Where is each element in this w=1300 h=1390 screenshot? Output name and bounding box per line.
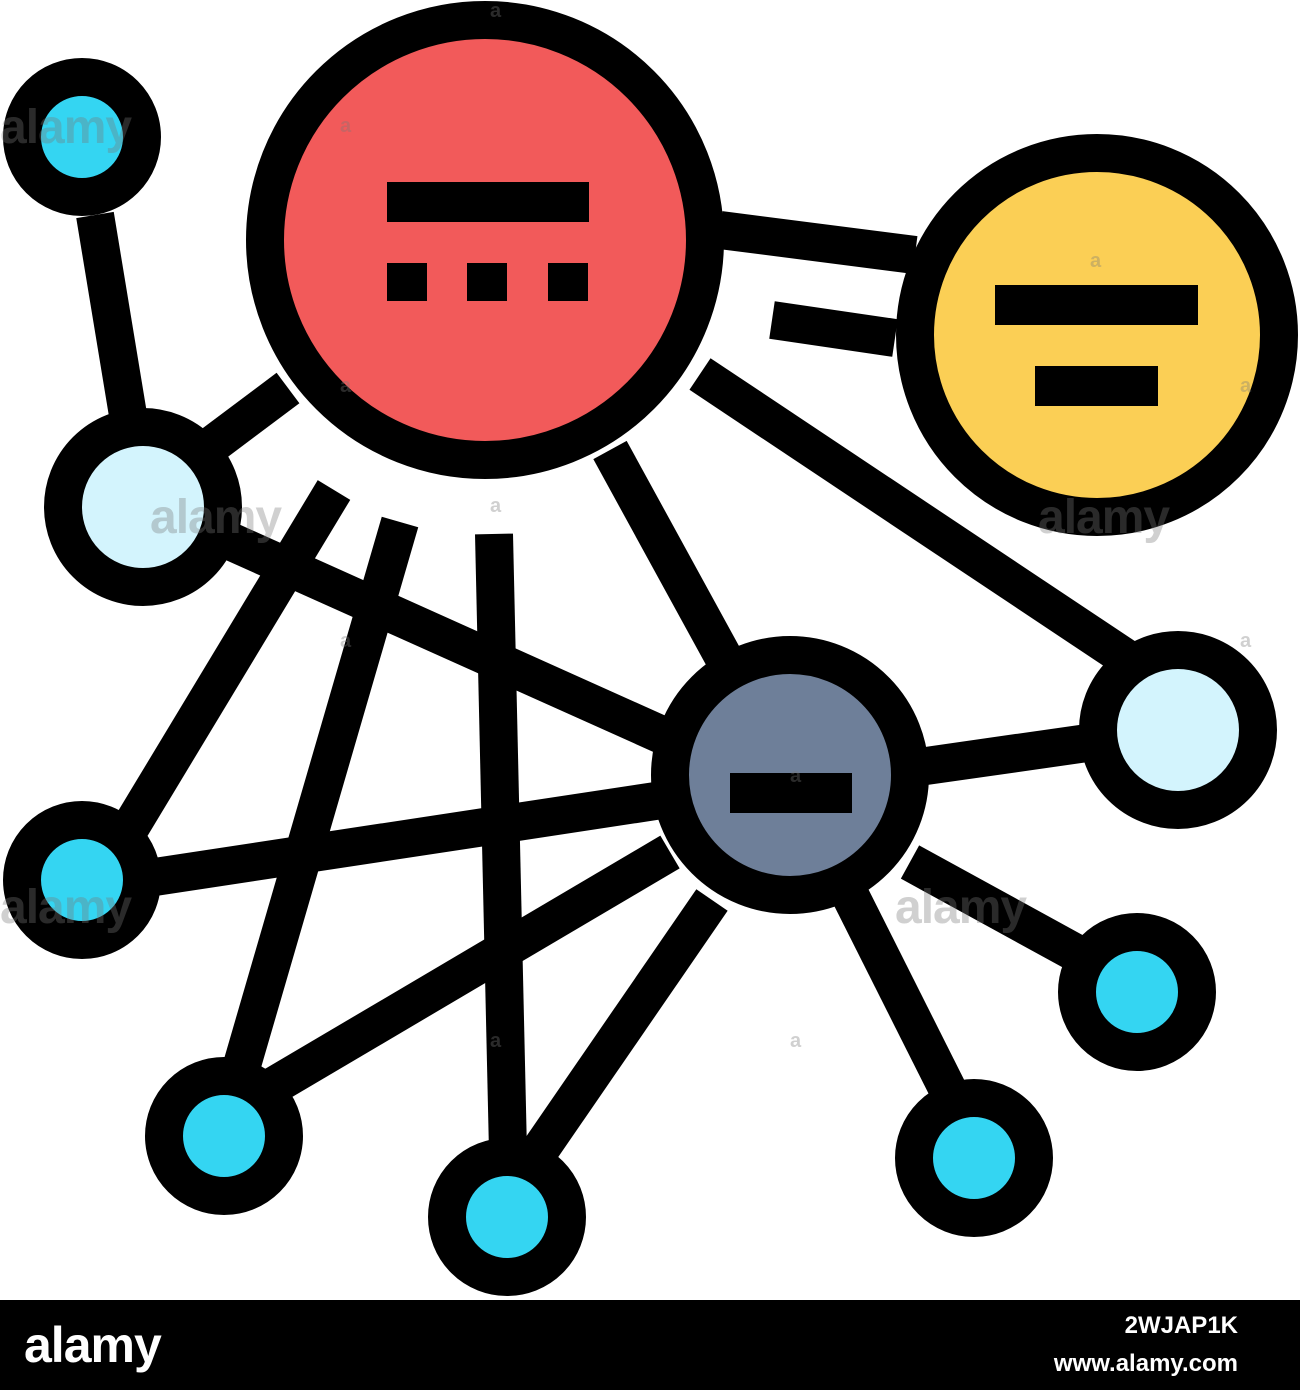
red-hub-dot-3 xyxy=(548,263,588,301)
edge-red-to-yellow xyxy=(717,211,918,274)
red-hub-bar-top xyxy=(387,182,589,222)
node-bottom-right xyxy=(895,1079,1053,1237)
edge-stub-to-leftlow xyxy=(101,480,351,858)
edge-bottommid-to-gray xyxy=(524,889,728,1161)
edge-gray-to-rightlow xyxy=(900,845,1095,975)
yellow-hub-bar-top xyxy=(995,285,1198,325)
network-nodes-icon xyxy=(3,1,1298,1296)
footer-site-url: www.alamy.com xyxy=(1053,1350,1238,1377)
edge-leftlow-to-gray xyxy=(132,781,665,899)
red-hub-node xyxy=(246,1,724,479)
gray-hub-bar xyxy=(730,773,852,813)
node-bottom-mid xyxy=(428,1138,586,1296)
node-left-mid xyxy=(44,408,242,606)
edge-topleft-to-leftmid xyxy=(76,211,147,419)
edge-bottomleft-to-gray xyxy=(260,835,680,1105)
edge-gray-to-bottomright xyxy=(833,886,965,1099)
yellow-hub-bar-bottom xyxy=(1035,366,1158,406)
edge-red-to-rightmid xyxy=(689,358,1149,682)
footer-logo: alamy xyxy=(24,1317,162,1373)
edge-stub-to-bottomleft xyxy=(221,516,419,1078)
node-top-left xyxy=(3,58,161,216)
edge-leftmid-to-red xyxy=(200,372,300,461)
edge-red-to-gray xyxy=(593,440,742,670)
node-right-low xyxy=(1058,913,1216,1071)
red-hub-dot-1 xyxy=(387,263,427,301)
footer-image-id: 2WJAP1K xyxy=(1124,1312,1238,1339)
footer-bar: alamy 2WJAP1K www.alamy.com xyxy=(0,1300,1300,1390)
node-right-mid xyxy=(1079,631,1277,829)
node-bottom-left xyxy=(145,1057,303,1215)
edge-gray-to-rightmid xyxy=(909,721,1111,787)
yellow-hub-node xyxy=(896,134,1298,536)
node-left-low xyxy=(3,801,161,959)
red-hub-dot-2 xyxy=(467,263,507,301)
edge-stub-to-yellow xyxy=(769,301,898,357)
